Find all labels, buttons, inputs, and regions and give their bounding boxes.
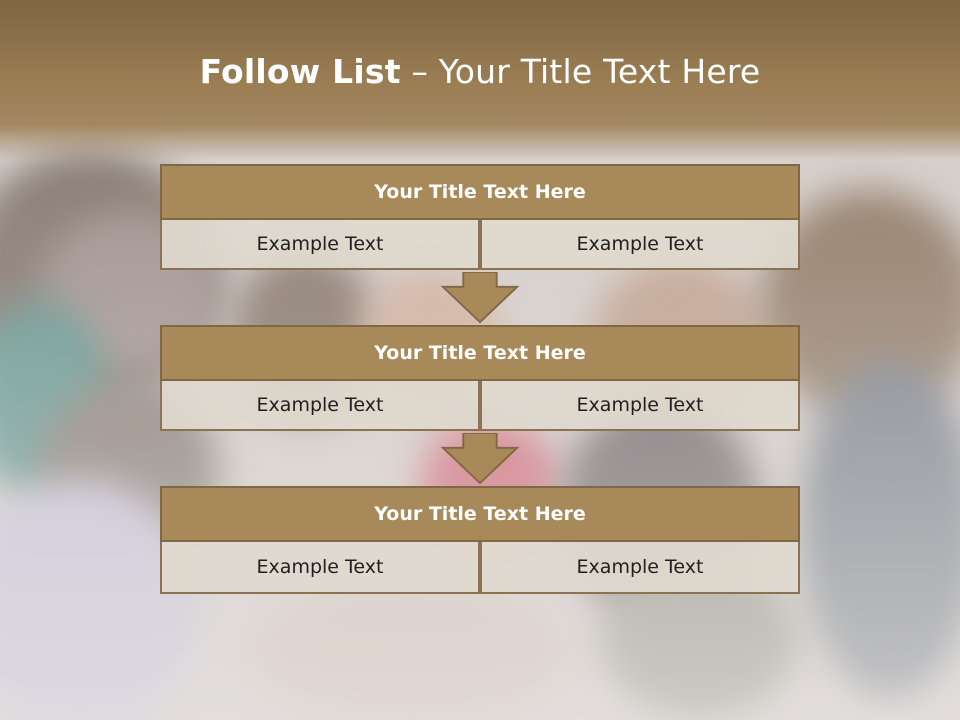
block-row: Example Text Example Text: [160, 381, 800, 431]
list-block-3: Your Title Text Here Example Text Exampl…: [160, 486, 800, 594]
block-cell-left: Example Text: [160, 542, 480, 594]
block-title: Your Title Text Here: [160, 486, 800, 542]
title-rest: – Your Title Text Here: [400, 52, 761, 91]
block-title: Your Title Text Here: [160, 164, 800, 220]
block-cell-left: Example Text: [160, 220, 480, 270]
slide-title: Follow List – Your Title Text Here: [0, 52, 960, 91]
header-band: [0, 0, 960, 160]
list-block-2: Your Title Text Here Example Text Exampl…: [160, 325, 800, 431]
block-row: Example Text Example Text: [160, 542, 800, 594]
block-cell-left: Example Text: [160, 381, 480, 431]
block-title: Your Title Text Here: [160, 325, 800, 381]
block-cell-right: Example Text: [480, 542, 800, 594]
block-cell-right: Example Text: [480, 381, 800, 431]
block-cell-right: Example Text: [480, 220, 800, 270]
down-arrow-icon: [440, 272, 520, 324]
down-arrow-icon: [440, 433, 520, 485]
title-bold: Follow List: [199, 52, 401, 91]
list-block-1: Your Title Text Here Example Text Exampl…: [160, 164, 800, 270]
block-row: Example Text Example Text: [160, 220, 800, 270]
